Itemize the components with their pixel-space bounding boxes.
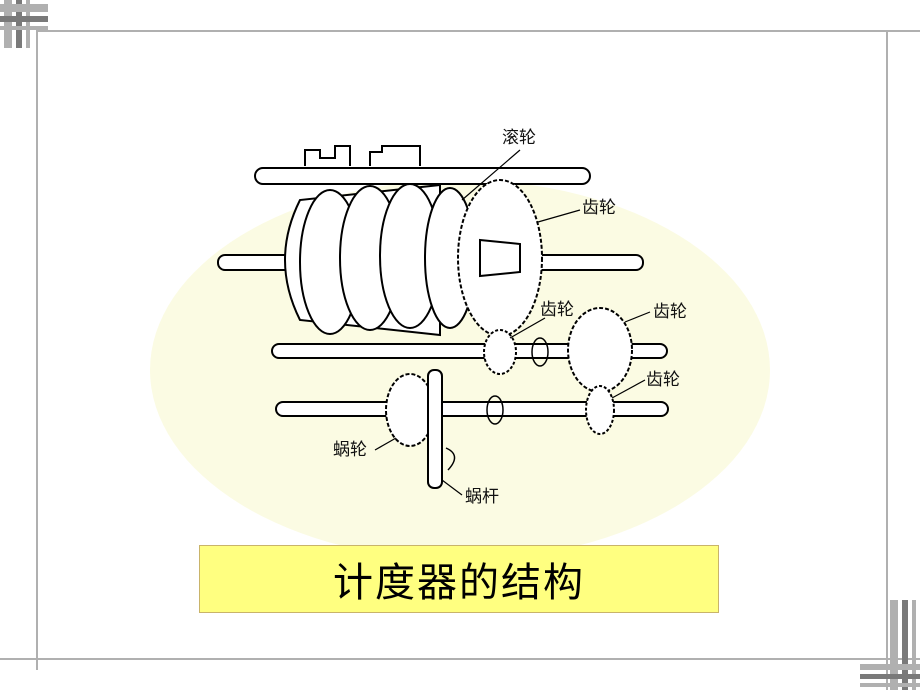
corner-bar-br-v2 bbox=[902, 600, 908, 690]
rotation-arrow-mid bbox=[531, 337, 549, 367]
label-gear-top: 齿轮 bbox=[582, 198, 616, 218]
leader-worm-wheel bbox=[374, 437, 397, 451]
label-worm: 蜗杆 bbox=[465, 487, 499, 507]
leader-gear-low-right bbox=[611, 379, 646, 399]
label-gear-mid-left: 齿轮 bbox=[540, 300, 574, 320]
gear-mid-right bbox=[567, 307, 633, 393]
bottom-rule bbox=[0, 658, 920, 660]
rotation-arrow-worm bbox=[445, 447, 456, 471]
corner-bar-v2 bbox=[16, 0, 22, 48]
gear-hub bbox=[479, 238, 521, 278]
label-roller: 滚轮 bbox=[502, 128, 536, 148]
caption-box: 计度器的结构 bbox=[199, 545, 719, 613]
gear-low-right bbox=[585, 385, 615, 435]
caption-title: 计度器的结构 bbox=[333, 560, 585, 606]
leader-roller bbox=[461, 149, 521, 201]
bracket-right bbox=[369, 145, 421, 166]
corner-bar-h2 bbox=[0, 16, 48, 22]
bracket-left bbox=[304, 145, 351, 166]
corner-bar-br-h3 bbox=[860, 683, 920, 687]
corner-bar-br-h2 bbox=[860, 674, 920, 679]
gear-mid-left bbox=[483, 329, 517, 375]
leader-gear-top bbox=[537, 209, 581, 223]
right-rule bbox=[886, 30, 888, 690]
leader-gear-mid-right bbox=[624, 311, 651, 323]
corner-bar-v3 bbox=[26, 0, 30, 48]
worm-shaft bbox=[427, 369, 443, 489]
label-worm-wheel: 蜗轮 bbox=[333, 440, 367, 460]
lower-shaft bbox=[275, 401, 669, 417]
corner-bar-br-v3 bbox=[912, 600, 916, 690]
top-rail bbox=[254, 167, 591, 185]
top-rule bbox=[36, 30, 920, 32]
label-gear-mid-right: 齿轮 bbox=[653, 302, 687, 322]
leader-gear-mid-left bbox=[509, 317, 546, 339]
worm-wheel bbox=[385, 373, 435, 447]
leader-worm bbox=[441, 479, 463, 496]
corner-bar-br-h1 bbox=[860, 664, 920, 670]
left-rule bbox=[36, 30, 38, 670]
corner-bar-h1 bbox=[0, 4, 48, 12]
corner-bar-br-v1 bbox=[890, 600, 898, 690]
corner-bar-h3 bbox=[0, 26, 48, 30]
label-gear-low-right: 齿轮 bbox=[646, 370, 680, 390]
corner-bar-v1 bbox=[4, 0, 12, 48]
rotation-arrow-low bbox=[486, 395, 504, 425]
